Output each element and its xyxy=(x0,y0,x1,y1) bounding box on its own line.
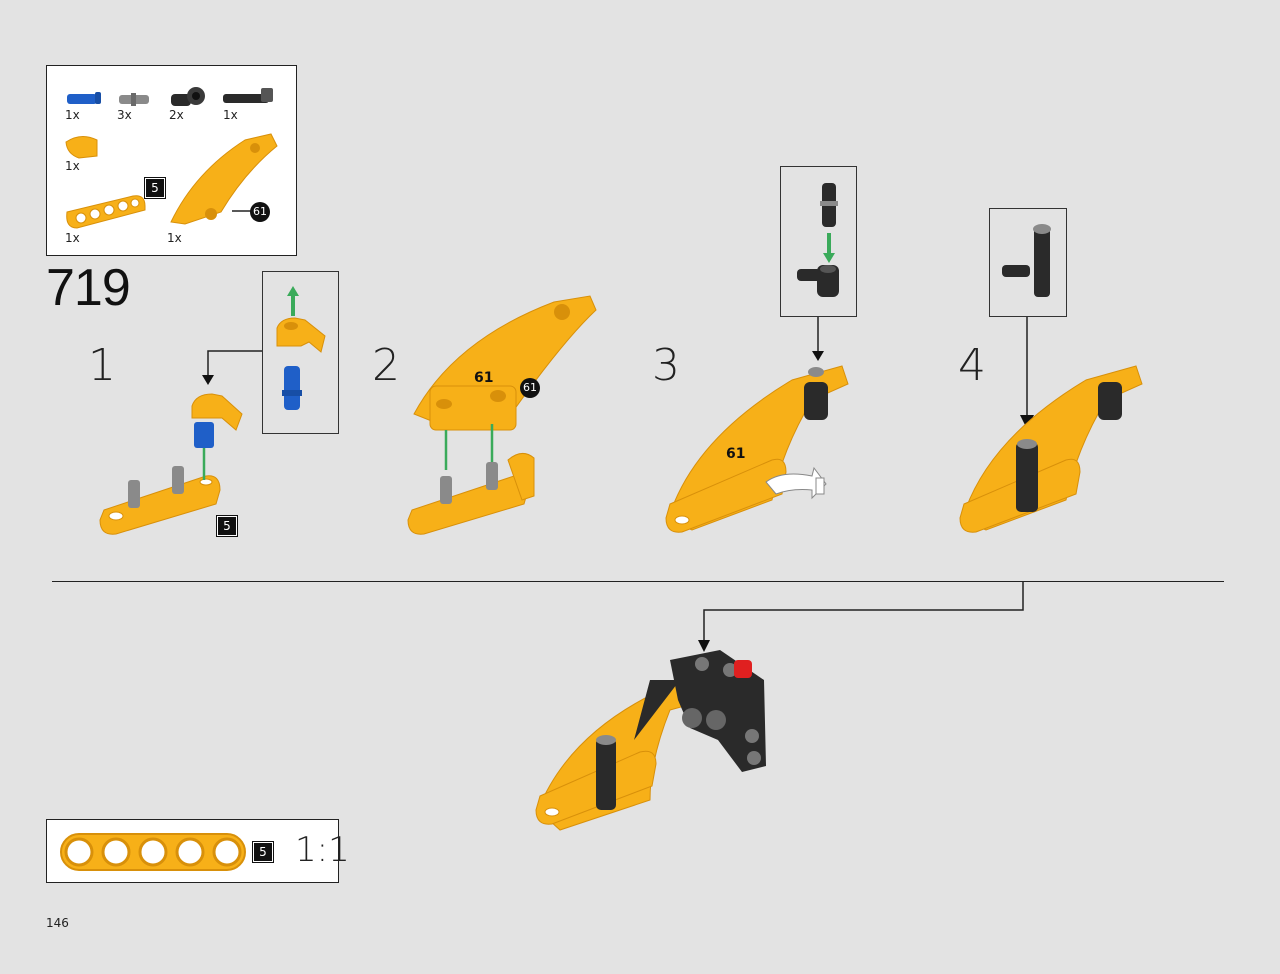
part-qty-yellow-curved-panel-small: 1x xyxy=(65,159,80,173)
substep-1-callout-box xyxy=(262,271,339,434)
gray-pin-icon xyxy=(119,93,149,106)
yellow-curved-panel-small-icon xyxy=(65,136,98,159)
page-number: 146 xyxy=(46,916,69,930)
substep-4-callout-line xyxy=(1020,317,1034,429)
scale-length-badge: 5 xyxy=(253,842,273,862)
part-qty-yellow-beam-5: 1x xyxy=(65,231,80,245)
substep-2-assembly: 61 xyxy=(407,295,597,535)
blue-axle-pin-icon xyxy=(67,92,101,104)
yellow-beam-5-icon xyxy=(60,833,246,871)
step-number: 719 xyxy=(46,259,131,317)
blue-axle-pin-icon xyxy=(282,366,302,410)
dark-long-pin-icon xyxy=(223,88,273,103)
part-qty-yellow-curved-panel-large: 1x xyxy=(167,231,182,245)
scale-ratio: 1:1 xyxy=(295,830,350,870)
substep-3-callout-box xyxy=(780,166,857,317)
substep-1-beam-badge: 5 xyxy=(217,516,237,536)
final-assembly xyxy=(535,650,766,831)
substep-3-assembly: 61 xyxy=(665,365,849,533)
part-qty-dark-long-pin: 1x xyxy=(223,108,238,122)
substep-1-callout-line xyxy=(202,350,262,385)
dark-angle-connector-icon xyxy=(171,87,205,106)
substep-label-4: 4 xyxy=(958,340,986,391)
substep-label-2: 2 xyxy=(372,340,400,391)
part-qty-dark-angle-connector: 2x xyxy=(169,108,184,122)
gray-pin-icon xyxy=(820,183,838,227)
part-qty-blue-axle-pin: 1x xyxy=(65,108,80,122)
green-up-arrow-icon xyxy=(287,286,299,316)
dark-long-pin-icon xyxy=(1002,224,1051,297)
substep-2-id-badge: 61 xyxy=(520,378,540,398)
parts-list-box: 1x 3x 2x 1x 1x 5 1x 61 1x xyxy=(46,65,297,256)
scale-reference-box: 5 1:1 xyxy=(46,819,350,883)
substep-label-1: 1 xyxy=(88,340,116,391)
final-callout-line xyxy=(698,582,1024,652)
svg-text:61: 61 xyxy=(474,370,493,386)
yellow-curved-panel-small-icon xyxy=(276,317,326,353)
svg-text:61: 61 xyxy=(726,446,745,462)
yellow-curved-panel-large-icon xyxy=(170,133,278,225)
green-down-arrow-icon xyxy=(823,233,835,263)
part-length-badge-beam: 5 xyxy=(145,178,165,198)
section-divider xyxy=(52,581,1224,582)
part-id-badge-61: 61 xyxy=(250,202,270,222)
substep-4-assembly xyxy=(959,365,1143,533)
substep-3-callout-line xyxy=(812,317,824,361)
part-qty-gray-pin: 3x xyxy=(117,108,132,122)
yellow-beam-5-icon xyxy=(66,195,146,229)
substep-label-3: 3 xyxy=(652,340,680,391)
substep-1-assembly xyxy=(99,393,243,535)
dark-angle-connector-icon xyxy=(797,265,839,297)
substep-4-callout-box xyxy=(989,208,1067,317)
